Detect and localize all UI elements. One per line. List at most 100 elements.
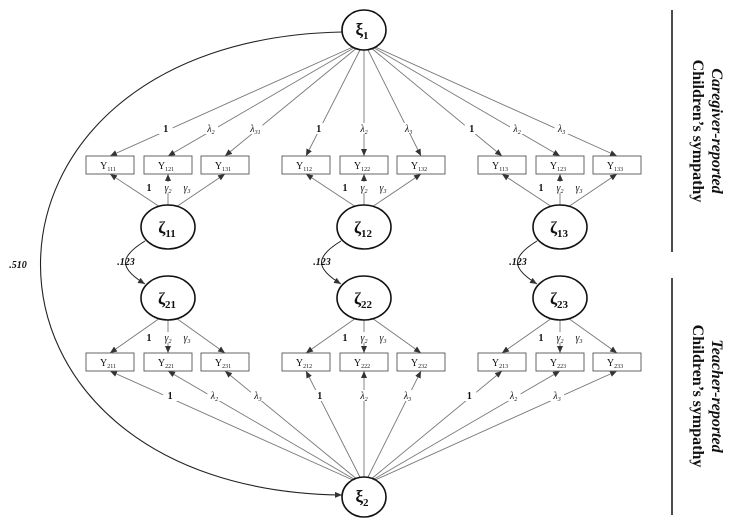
- caregiver-gamma-label-1-2-symbol: γ: [380, 183, 385, 194]
- zeta-correlation-curve-1: [125, 234, 153, 285]
- caregiver-gamma-label-2-0-symbol: 1: [539, 183, 544, 194]
- teacher-box-label-211: Y211: [100, 358, 116, 370]
- caregiver-gamma-label-1-1-subscript: 2: [364, 189, 367, 195]
- teacher-gamma-label-1-1-symbol: γ: [361, 333, 366, 344]
- caregiver-lambda-label-3: 1: [316, 124, 321, 135]
- caregiver-box-label-132-symbol: Y: [411, 161, 418, 172]
- teacher-gamma-label-1-2: γ3: [380, 333, 387, 345]
- teacher-box-label-211-symbol: Y: [100, 358, 107, 369]
- xi2-factor-label-subscript: 2: [363, 497, 369, 509]
- teacher-gamma-label-0-1: γ2: [165, 333, 172, 345]
- loading-line-top-0-1: [167, 41, 365, 157]
- teacher-box-label-221-symbol: Y: [158, 358, 165, 369]
- teacher-lambda-bg-6: [462, 390, 477, 401]
- teacher-box-label-231: Y231: [215, 358, 231, 370]
- zeta-13-label-symbol: ζ: [550, 218, 558, 237]
- loading-line-bottom-0-1: [167, 370, 365, 486]
- caregiver-box-label-121-symbol: Y: [158, 161, 165, 172]
- teacher-lambda-label-8: λ3: [552, 391, 560, 403]
- loading-line-bottom-0-0: [109, 370, 365, 486]
- caregiver-box-111: [85, 155, 135, 175]
- caregiver-gamma-label-2-2-symbol: γ: [576, 183, 581, 194]
- caregiver-title-line2: Caregiver-reported: [708, 68, 725, 194]
- caregiver-lambda-label-1-symbol: λ: [206, 124, 212, 135]
- zeta-12-label-symbol: ζ: [354, 218, 362, 237]
- teacher-lambda-label-7-symbol: λ: [509, 391, 515, 402]
- caregiver-box-label-122-subscript: 122: [361, 167, 370, 173]
- loading-line-bottom-2-2: [363, 370, 618, 486]
- loading-line-top-2-2: [363, 41, 618, 157]
- teacher-box-label-232: Y232: [411, 358, 427, 370]
- teacher-gamma-bg-0-0: [143, 332, 155, 343]
- caregiver-lambda-label-1: λ2: [206, 124, 214, 136]
- caregiver-lambda-bg-0: [158, 123, 173, 134]
- caregiver-box-label-133: Y133: [607, 161, 623, 173]
- caregiver-gamma-label-0-0-symbol: 1: [147, 183, 152, 194]
- caregiver-gamma-label-0-2-symbol: γ: [184, 183, 189, 194]
- caregiver-box-label-121-subscript: 121: [165, 167, 174, 173]
- zeta-line-top-2-2: [567, 173, 618, 208]
- caregiver-gamma-label-2-1-symbol: γ: [557, 183, 562, 194]
- teacher-title-line2: Teacher-reported: [708, 339, 725, 453]
- caregiver-lambda-label-7-symbol: λ: [512, 124, 518, 135]
- teacher-lambda-label-1: λ2: [210, 391, 218, 403]
- zeta-line-bottom-2-0: [501, 317, 553, 354]
- zeta-23-label-subscript: 23: [557, 299, 569, 311]
- caregiver-box-label-113-subscript: 113: [499, 167, 508, 173]
- caregiver-box-label-122: Y122: [354, 161, 370, 173]
- caregiver-lambda-label-8: λ3: [557, 124, 565, 136]
- teacher-gamma-label-2-0-symbol: 1: [539, 333, 544, 344]
- teacher-gamma-bg-1-1: [358, 332, 370, 343]
- caregiver-lambda-bg-6: [464, 123, 479, 134]
- teacher-gamma-bg-2-1: [554, 332, 566, 343]
- caregiver-lambda-bg-2: [248, 123, 263, 134]
- teacher-gamma-bg-1-2: [377, 332, 389, 343]
- loading-line-top-2-0: [363, 41, 503, 157]
- zeta-12-label-subscript: 12: [361, 228, 373, 240]
- teacher-box-231: [200, 352, 250, 372]
- teacher-lambda-label-4: λ2: [359, 391, 367, 403]
- teacher-lambda-label-1-subscript: 2: [215, 397, 218, 403]
- caregiver-lambda-label-7-subscript: 2: [518, 130, 521, 136]
- zeta-correlation-curve-3: [517, 234, 545, 285]
- caregiver-box-label-122-symbol: Y: [354, 161, 361, 172]
- teacher-gamma-label-2-2-subscript: 3: [578, 339, 582, 345]
- loading-line-top-0-2: [224, 41, 365, 157]
- caregiver-box-label-113: Y113: [492, 161, 508, 173]
- caregiver-gamma-label-0-0: 1: [147, 183, 152, 194]
- teacher-gamma-bg-2-0: [535, 332, 547, 343]
- teacher-gamma-label-1-0-symbol: 1: [343, 333, 348, 344]
- zeta-22-label-symbol: ζ: [354, 289, 362, 308]
- caregiver-lambda-label-8-symbol: λ: [557, 124, 563, 135]
- caregiver-box-label-112-subscript: 112: [303, 167, 312, 173]
- loading-line-bottom-0-2: [224, 370, 365, 486]
- teacher-gamma-label-2-1: γ2: [557, 333, 564, 345]
- teacher-box-223: [535, 352, 585, 372]
- teacher-box-label-232-symbol: Y: [411, 358, 418, 369]
- caregiver-gamma-bg-0-0: [143, 182, 155, 193]
- zeta-21-label: ζ21: [158, 289, 176, 311]
- teacher-box-label-211-subscript: 211: [107, 364, 116, 370]
- loading-line-bottom-1-2: [363, 370, 422, 486]
- teacher-box-label-223-symbol: Y: [550, 358, 557, 369]
- teacher-lambda-bg-2: [250, 390, 265, 401]
- teacher-box-221: [143, 352, 193, 372]
- caregiver-gamma-label-2-2-subscript: 3: [578, 189, 582, 195]
- caregiver-gamma-label-2-2: γ3: [576, 183, 583, 195]
- zeta-11-label-subscript: 11: [165, 228, 175, 240]
- teacher-gamma-label-1-0: 1: [343, 333, 348, 344]
- caregiver-gamma-bg-2-0: [535, 182, 547, 193]
- caregiver-gamma-label-1-0-symbol: 1: [343, 183, 348, 194]
- teacher-gamma-label-0-1-subscript: 2: [168, 339, 171, 345]
- teacher-lambda-label-0: 1: [168, 391, 173, 402]
- zeta-22-label-subscript: 22: [361, 299, 373, 311]
- caregiver-gamma-label-0-2-subscript: 3: [186, 189, 190, 195]
- teacher-lambda-label-2-subscript: 3: [258, 397, 262, 403]
- teacher-box-212: [281, 352, 331, 372]
- teacher-lambda-label-5-symbol: λ: [403, 391, 409, 402]
- caregiver-lambda-bg-3: [311, 123, 326, 134]
- zeta-correlation-value-2: .123: [313, 257, 331, 268]
- teacher-lambda-label-1-symbol: λ: [210, 391, 216, 402]
- caregiver-gamma-bg-1-1: [358, 182, 370, 193]
- zeta-13-label-subscript: 13: [557, 228, 569, 240]
